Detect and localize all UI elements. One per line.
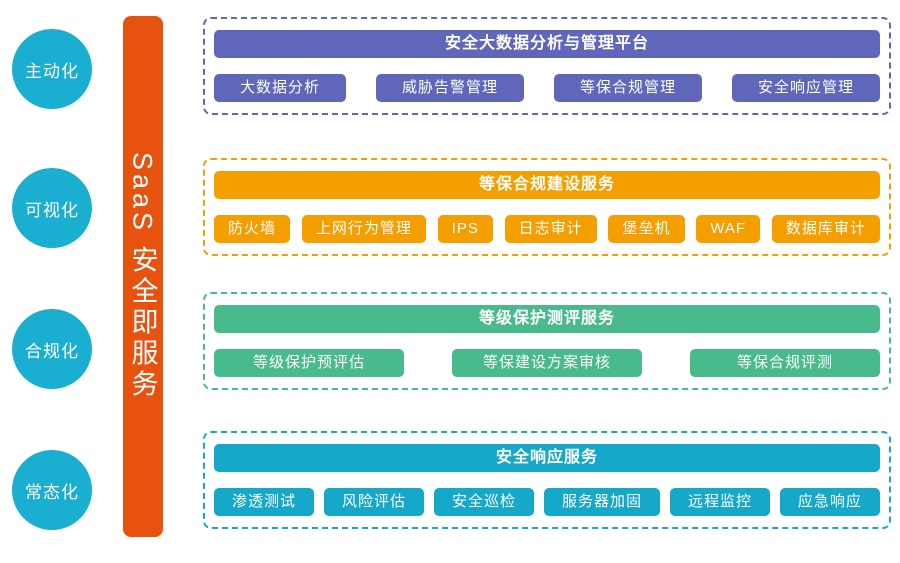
section-items-row: 等级保护预评估 等保建设方案审核 等保合规评测 <box>214 349 880 377</box>
service-item: 风险评估 <box>323 488 424 516</box>
section-items-row: 渗透测试风险评估安全巡检服务器加固远程监控应急响应 <box>214 488 880 516</box>
capability-badge: 主动化 <box>12 29 92 109</box>
service-item: 堡垒机 <box>608 215 685 243</box>
section-response-service: 安全响应服务 渗透测试风险评估安全巡检服务器加固远程监控应急响应 <box>203 431 891 529</box>
service-item: IPS <box>437 215 493 243</box>
saas-bar: SaaS 安全即服务 <box>123 16 163 537</box>
service-item: 防火墙 <box>214 215 291 243</box>
section-title: 等保合规建设服务 <box>214 171 880 199</box>
service-item: 大数据分析 <box>214 74 347 102</box>
section-title: 安全响应服务 <box>214 444 880 472</box>
section-title: 等级保护测评服务 <box>214 305 880 333</box>
service-item: 数据库审计 <box>771 215 880 243</box>
service-item: 远程监控 <box>669 488 770 516</box>
section-compliance-construction: 等保合规建设服务 防火墙上网行为管理 IPS 日志审计堡垒机 WAF 数据库审计 <box>203 158 891 256</box>
service-item: 威胁告警管理 <box>375 74 524 102</box>
service-item: 等保建设方案审核 <box>452 349 642 377</box>
section-title: 安全大数据分析与管理平台 <box>214 30 880 58</box>
service-item: 安全巡检 <box>433 488 534 516</box>
saas-bar-label: SaaS 安全即服务 <box>127 152 158 401</box>
service-item: WAF <box>696 215 761 243</box>
capability-badge: 可视化 <box>12 168 92 248</box>
service-item: 上网行为管理 <box>301 215 426 243</box>
section-security-platform: 安全大数据分析与管理平台 大数据分析威胁告警管理 等保合规管理 安全响应管理 <box>203 17 891 115</box>
service-item: 等保合规管理 <box>553 74 702 102</box>
section-items-row: 防火墙上网行为管理 IPS 日志审计堡垒机 WAF 数据库审计 <box>214 215 880 243</box>
section-items-row: 大数据分析威胁告警管理 等保合规管理 安全响应管理 <box>214 74 880 102</box>
service-item: 渗透测试 <box>214 488 315 516</box>
service-item: 等保合规评测 <box>690 349 880 377</box>
service-item: 安全响应管理 <box>731 74 880 102</box>
service-item: 日志审计 <box>504 215 597 243</box>
service-item: 等级保护预评估 <box>214 349 404 377</box>
section-evaluation-service: 等级保护测评服务 等级保护预评估 等保建设方案审核 等保合规评测 <box>203 292 891 390</box>
service-item: 应急响应 <box>779 488 880 516</box>
capability-badge: 合规化 <box>12 309 92 389</box>
capability-badge: 常态化 <box>12 450 92 530</box>
service-item: 服务器加固 <box>543 488 660 516</box>
